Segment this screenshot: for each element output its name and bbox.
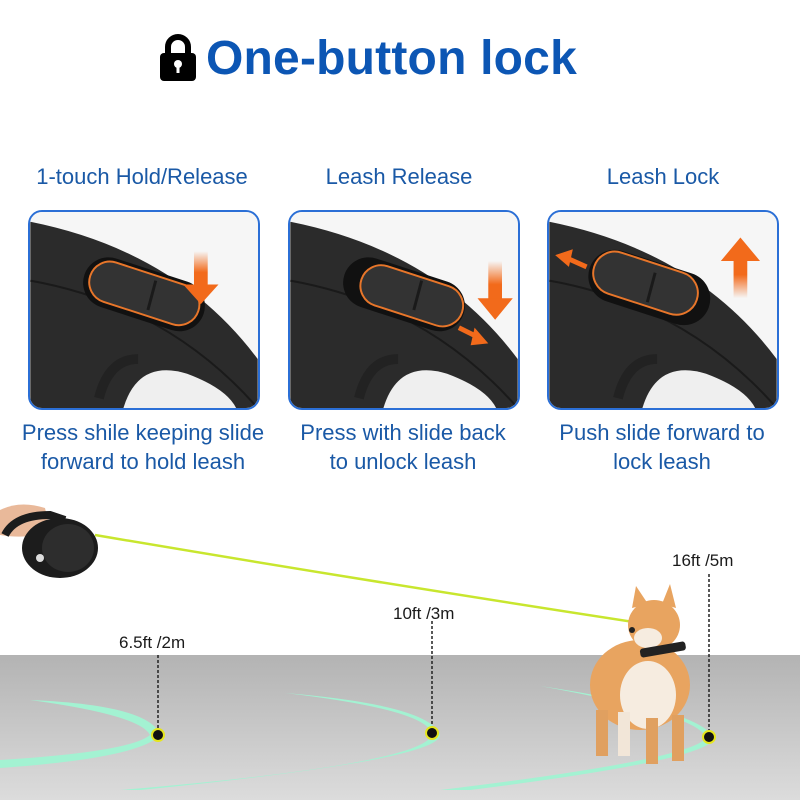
description-line: to unlock leash [329,449,477,474]
page-title: One-button lock [206,31,577,85]
marker-dot-2m [151,728,165,742]
arrow-forward-icon [555,249,588,270]
leash-handle-illustration [30,212,258,408]
description-line: lock leash [613,449,711,474]
distance-label-2m: 6.5ft /2m [119,633,186,652]
range-arc-2m [0,700,160,768]
description-line: Press with slide back [300,420,506,445]
marker-dot-5m [702,730,716,744]
leash-handle-illustration [549,212,777,408]
arrow-down-icon [477,261,513,320]
step-description-hold-release: Press shile keeping slide forward to hol… [3,418,283,476]
panel-leash-lock [547,210,779,410]
distance-scene [0,490,800,800]
step-label-leash-release: Leash Release [325,164,473,189]
distance-label-3m: 10ft /3m [393,604,455,623]
slide-button [343,257,465,332]
description-line: Push slide forward to [559,420,765,445]
arrow-back-icon [457,325,489,346]
description-line: Press shile keeping slide [21,420,265,445]
panel-hold-release [28,210,260,410]
step-label-leash-lock: Leash Lock [606,164,720,189]
slide-button [83,257,205,332]
dog [590,584,690,764]
panel-leash-release [288,210,520,410]
leash-cord [94,533,641,625]
distance-label-5m: 16ft /5m [672,551,734,570]
slide-button [588,249,711,326]
description-line: forward to hold leash [40,449,246,474]
step-description-leash-lock: Push slide forward to lock leash [522,418,800,476]
leash-handle [0,504,98,578]
step-description-leash-release: Press with slide back to unlock leash [263,418,543,476]
distance-illustration [0,504,800,800]
marker-dot-3m [425,726,439,740]
arrow-up-icon [720,237,761,299]
header: One-button lock [158,28,577,88]
arrow-down-icon [183,251,219,305]
leash-handle-illustration [290,212,518,408]
step-label-hold-release: 1-touch Hold/Release [36,164,248,189]
lock-icon [160,34,196,81]
